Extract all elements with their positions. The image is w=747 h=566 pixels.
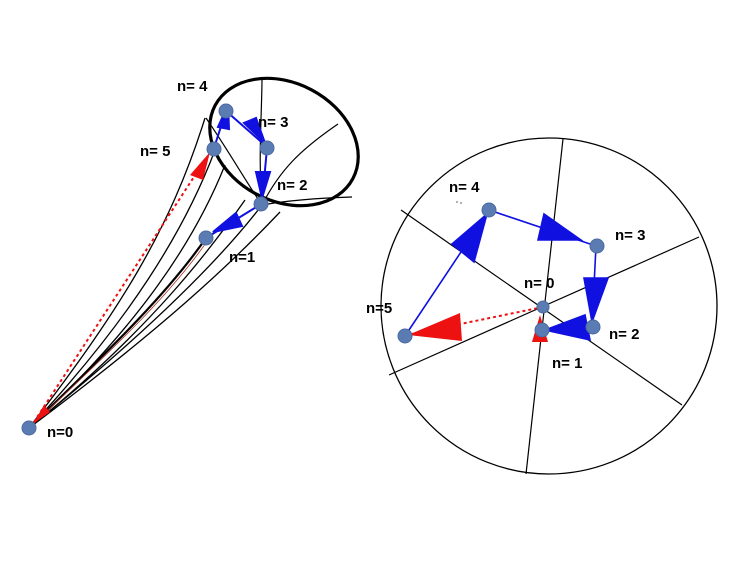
right-step-4-head	[450, 211, 489, 264]
right-point-n4	[481, 202, 497, 218]
left-resultant-arrowhead-top	[190, 152, 210, 180]
left-label-n4: n= 4	[177, 78, 208, 95]
cap-spoke-right	[261, 123, 339, 206]
left-step-3-line	[225, 110, 267, 147]
right-step-arrows	[404, 209, 610, 342]
right-point-n5	[397, 328, 413, 344]
right-label-n3: n= 3	[615, 227, 645, 244]
faint-mark	[460, 202, 462, 204]
left-point-n5	[206, 141, 222, 157]
right-step-1-head	[542, 313, 592, 342]
right-label-n1: n= 1	[552, 355, 582, 372]
left-point-n4	[218, 103, 234, 119]
left-step-1-head	[212, 211, 244, 233]
cone-core-ray	[28, 237, 207, 429]
right-step-3-head	[536, 212, 584, 241]
right-label-n2: n= 2	[609, 326, 639, 343]
left-step-2-head	[254, 171, 272, 202]
left-point-n2	[253, 196, 269, 212]
right-points	[397, 202, 605, 344]
right-resultant-line	[411, 306, 544, 335]
left-point-n1	[198, 230, 214, 246]
cap-spoke-lower-right	[261, 196, 353, 206]
right-point-n3	[589, 238, 605, 254]
cone-ray-1	[28, 149, 216, 429]
cone-ray-outer-left	[28, 117, 206, 429]
faint-marks	[456, 201, 462, 204]
left-step-3-head	[242, 116, 266, 144]
left-label-n5: n= 5	[140, 143, 170, 160]
right-label-n4: n= 4	[449, 179, 480, 196]
left-resultant-arrowhead-bottom	[33, 405, 50, 424]
left-point-n0	[21, 420, 37, 436]
faint-mark	[456, 201, 458, 203]
left-label-n0: n=0	[47, 424, 73, 441]
right-outer-circle	[380, 137, 718, 475]
left-label-n2: n= 2	[277, 177, 307, 194]
cone-core-ray-red	[28, 239, 209, 429]
left-point-n3	[259, 140, 275, 156]
right-step-2-head	[583, 277, 610, 326]
cap-spoke-left	[205, 117, 263, 206]
right-resultant-arrowhead	[408, 313, 462, 341]
left-label-n1: n=1	[229, 249, 255, 266]
cone-cap-ellipse	[208, 76, 360, 208]
left-points	[21, 103, 275, 436]
left-cone-diagram: n=0 n=1 n= 2 n= 3 n= 4 n= 5	[21, 76, 360, 441]
left-resultant-line	[33, 159, 206, 423]
right-point-n1	[534, 322, 550, 338]
cone-ray-4	[28, 211, 281, 429]
left-label-n3: n= 3	[258, 114, 288, 131]
cone-rays	[28, 117, 281, 429]
right-label-n0: n= 0	[524, 275, 554, 292]
right-point-n0	[536, 300, 550, 314]
right-point-n2	[585, 319, 601, 335]
right-label-n5: n=5	[366, 300, 392, 317]
right-circle-diagram: n= 0 n= 1 n= 2 n= 3 n= 4 n=5	[366, 137, 718, 475]
cone-ray-outer-right	[28, 204, 263, 429]
